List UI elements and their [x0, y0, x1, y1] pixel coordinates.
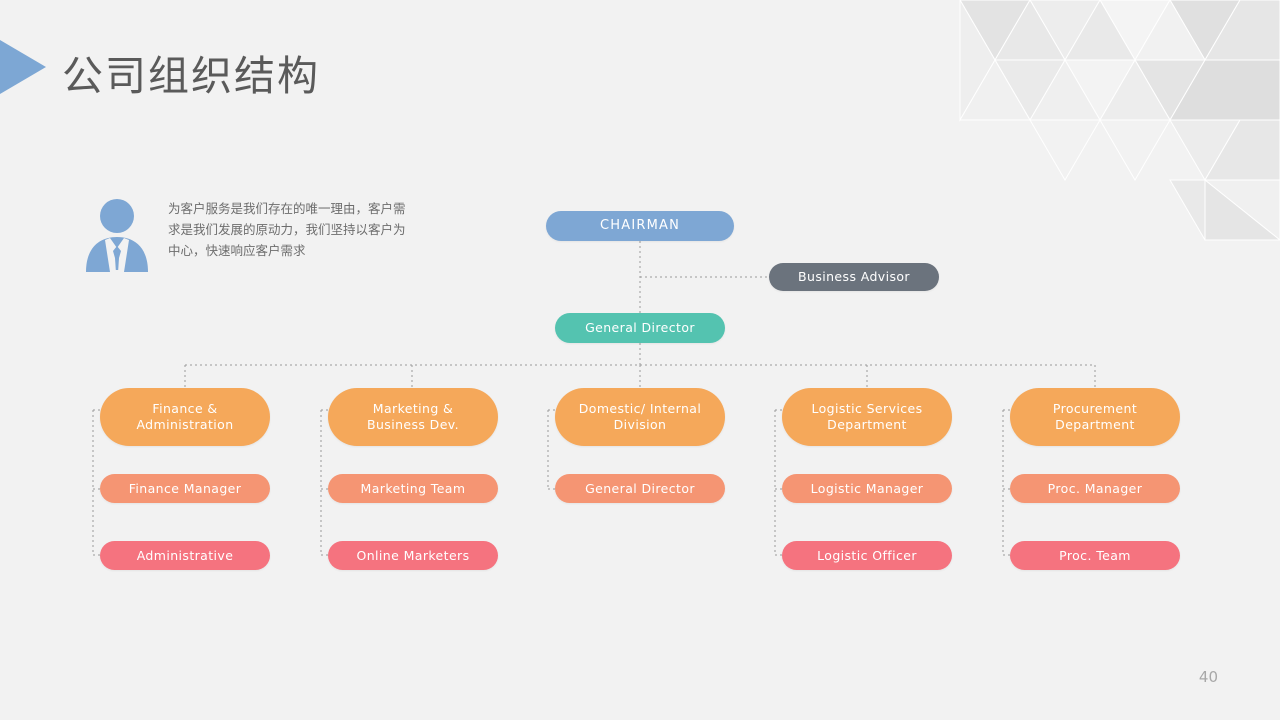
title-accent-arrow [0, 40, 46, 94]
node-marketing-team[interactable]: Marketing Team [328, 474, 498, 503]
node-label-line2: Business Dev. [366, 417, 459, 432]
node-general-director[interactable]: General Director [555, 313, 725, 343]
node-logistic-manager[interactable]: Logistic Manager [782, 474, 952, 503]
intro-text: 为客户服务是我们存在的唯一理由，客户需求是我们发展的原动力，我们坚持以客户为中心… [168, 201, 406, 258]
node-label-line2: Division [613, 417, 667, 432]
node-proc-manager[interactable]: Proc. Manager [1010, 474, 1180, 503]
node-department-procurement[interactable]: Procurement Department [1010, 388, 1180, 446]
node-label-line1: Procurement [1052, 401, 1138, 416]
node-department-finance-administration[interactable]: Finance & Administration [100, 388, 270, 446]
node-administrative[interactable]: Administrative [100, 541, 270, 570]
node-business-advisor[interactable]: Business Advisor [769, 263, 939, 291]
businessman-icon [86, 199, 148, 272]
background-polygon-pattern [959, 0, 1280, 241]
node-chairman[interactable]: CHAIRMAN [546, 211, 734, 241]
node-label-line1: Logistic Services [811, 401, 923, 416]
node-department-logistic-services[interactable]: Logistic Services Department [782, 388, 952, 446]
node-department-marketing-business-dev[interactable]: Marketing & Business Dev. [328, 388, 498, 446]
node-online-marketers[interactable]: Online Marketers [328, 541, 498, 570]
node-label-line1: Marketing & [372, 401, 454, 416]
node-general-director-sub[interactable]: General Director [555, 474, 725, 503]
node-department-domestic-internal-division[interactable]: Domestic/ Internal Division [555, 388, 725, 446]
node-label-line2: Department [1055, 417, 1135, 432]
node-label-line2: Department [827, 417, 907, 432]
node-label-line2: Administration [136, 417, 234, 432]
node-logistic-officer[interactable]: Logistic Officer [782, 541, 952, 570]
node-label-line1: Finance & [152, 401, 218, 416]
page-title: 公司组织结构 [62, 52, 320, 100]
node-finance-manager[interactable]: Finance Manager [100, 474, 270, 503]
page-number: 40 [1198, 668, 1218, 686]
node-label-line1: Domestic/ Internal [578, 401, 702, 416]
node-proc-team[interactable]: Proc. Team [1010, 541, 1180, 570]
